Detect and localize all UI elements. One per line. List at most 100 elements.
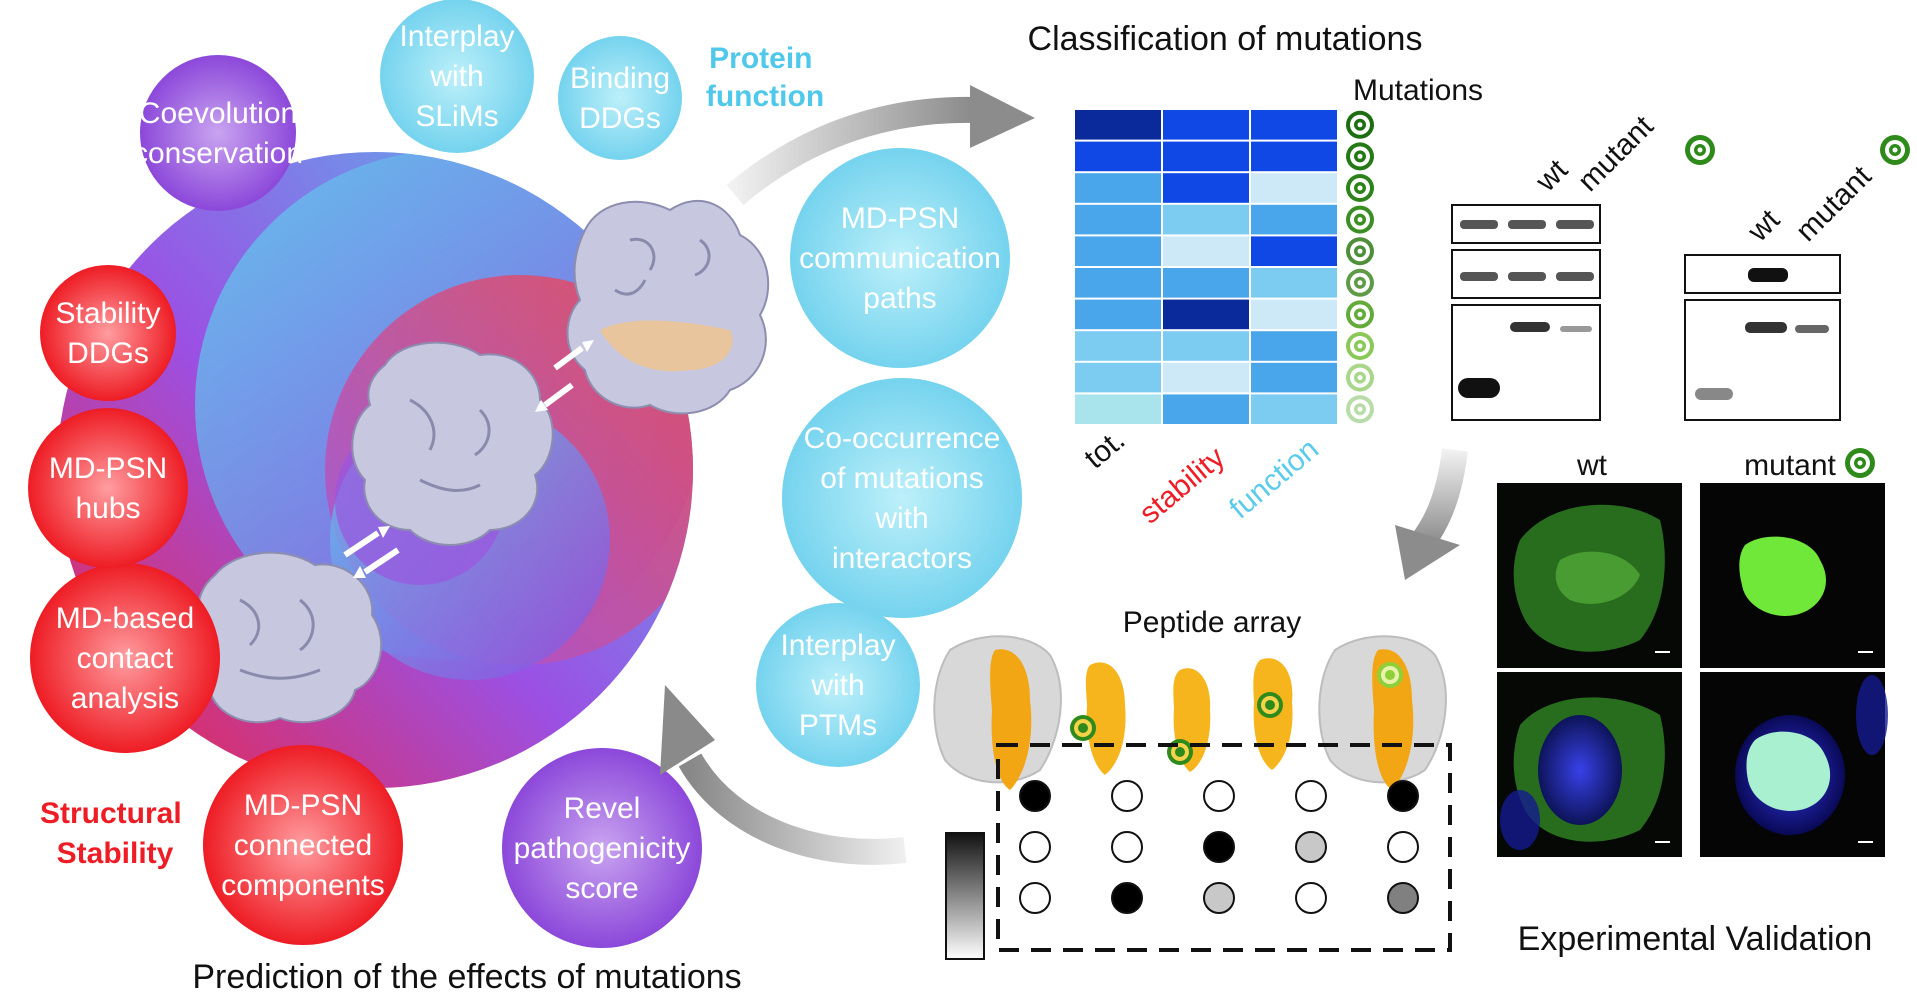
heatmap-cell [1251,173,1337,203]
heatmap-cell [1163,299,1249,330]
bubble-co-occurrence-line: with [874,502,928,535]
mutation-target-icon [1346,205,1374,234]
bubble-md-psn-communication: MD-PSN communication paths [790,148,1010,368]
classification-title: Classification of mutations [1028,20,1423,58]
blot-left-wt-label: wt [1529,153,1575,199]
peptide-target-icon-4 [1377,662,1403,688]
heatmap-cell [1075,236,1161,266]
experimental-caption: Experimental Validation [1518,920,1873,958]
blot-right-mutant-label: mutant [1790,159,1879,248]
heatmap-column-label-1: stability [1133,441,1231,531]
bubble-stability-ddgs-line: DDGs [67,337,149,370]
blot-left-mutant-target-icon [1685,135,1715,165]
peptide-spot [1111,831,1143,863]
bubble-md-psn-hubs-line: hubs [75,492,140,525]
bubble-md-contact-line: contact [77,642,174,675]
bubble-binding-ddgs-shape [558,36,682,160]
peptide-spot [1019,780,1051,812]
intensity-scale-bar [945,832,985,960]
bubble-md-psn-communication-label: MD-PSN communication paths [799,202,1001,315]
blot-left-mutant-label: mutant [1572,109,1661,198]
prediction-caption: Prediction of the effects of mutations [192,958,741,996]
structural-stability-line-2: Stability [57,837,174,870]
mutation-target-icon [1346,174,1374,202]
mutation-target-icon [1346,395,1374,424]
western-blot-right: wt mutant [1684,135,1910,421]
mutation-target-icons [1346,110,1374,424]
heatmap-cell [1251,362,1337,393]
peptide-spot [1203,831,1235,863]
mutations-label: Mutations [1353,74,1483,107]
microscopy-wt-label: wt [1576,449,1608,482]
bubble-md-psn-components-line: components [221,869,384,902]
heatmap-cell [1075,299,1161,330]
bubble-interplay-slims-shape [380,0,534,153]
bubble-interplay-ptms-line: Interplay [780,629,895,662]
bubble-stability-ddgs-line: Stability [55,297,160,330]
heatmap-cell [1163,331,1249,361]
peptide-spot [1203,882,1235,914]
bubble-md-psn-communication-line: communication [799,242,1001,275]
microscopy-wt-merge [1497,672,1682,857]
bubble-co-occurrence-line: interactors [832,542,972,575]
heatmap-cell [1075,394,1161,424]
heatmap-cell [1075,173,1161,203]
bubble-coevolution-line: conservation [133,137,303,170]
heatmap-cell [1251,268,1337,298]
heatmap-cell [1251,331,1337,361]
bubble-md-psn-hubs: MD-PSN hubs [28,408,188,568]
microscopy-mutant-target-icon [1845,448,1875,478]
bubble-stability-ddgs-shape [40,265,176,401]
bubble-interplay-slims-line: SLiMs [415,100,498,133]
peptide-spot [1387,780,1419,812]
bubble-interplay-slims-line: Interplay [399,20,514,53]
bubble-revel-line: score [565,872,638,905]
heatmap-cell [1075,268,1161,298]
bubble-md-psn-hubs-line: MD-PSN [49,452,167,485]
heatmap-column-label-0: tot. [1078,423,1131,475]
heatmap-cell [1075,204,1161,235]
peptide-spot [1295,780,1327,812]
heatmap-cell [1251,204,1337,235]
mutation-target-icon [1346,268,1374,297]
bubble-md-psn-components-line: connected [234,829,372,862]
interaction-arrows-lower [343,526,400,578]
blot-right-mutant-target-icon [1880,135,1910,165]
western-blot-left: wt mutant [1451,109,1715,421]
heatmap-cell [1075,331,1161,361]
bubble-coevolution-shape [140,55,296,211]
bubble-interplay-ptms-line: PTMs [799,709,877,742]
mutation-target-icon [1346,363,1374,392]
peptide-spot [1295,882,1327,914]
bubble-md-psn-communication-line: MD-PSN [841,202,959,235]
microscopy-mutant-green [1700,483,1885,668]
bubble-co-occurrence-line: Co-occurrence [804,422,1001,455]
structural-stability-label: Structural Stability [40,797,190,870]
bubble-md-contact-line: analysis [71,682,179,715]
peptide-spot [1111,780,1143,812]
mutation-target-icon [1346,332,1374,360]
peptide-target-icon-3 [1257,692,1283,718]
peptide-target-icon-2 [1167,739,1193,765]
heatmap-cell [1163,141,1249,172]
mutation-target-icon [1346,110,1374,139]
heatmap-cell [1163,362,1249,393]
bubble-md-contact-shape [30,563,220,753]
bubble-co-occurrence-shape [782,378,1022,618]
bubble-md-psn-communication-line: paths [863,282,936,315]
protein-function-line-1: Protein [709,42,812,75]
microscopy-wt-green [1497,483,1682,668]
bubble-interplay-slims-line: with [429,60,483,93]
